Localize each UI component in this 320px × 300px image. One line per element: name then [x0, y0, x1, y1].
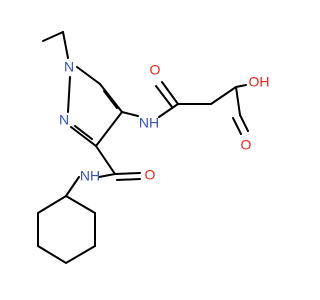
bond-n2-n1 — [67, 76, 71, 113]
bond-nh-cyclohexyl — [65, 176, 80, 197]
bond-amide-o-double-a — [114, 172, 141, 175]
atom-o-ketone: O — [150, 62, 161, 78]
bond-c5-c4-inner — [103, 90, 118, 109]
atom-oh-acid: OH — [249, 74, 270, 90]
bond-ethyl-ch2 — [62, 31, 69, 59]
atom-nh-amide-left: NH — [80, 168, 100, 184]
bond-n1-c5 — [76, 66, 101, 85]
bond-c3-n2-double — [70, 126, 97, 147]
bond-c4-nh — [121, 111, 139, 117]
bond-c5-c4-double — [99, 83, 123, 113]
bond-acid-co-double-a — [239, 114, 249, 132]
atom-o-amide-left: O — [145, 167, 156, 183]
bond-chain-3 — [235, 86, 241, 116]
atom-o-acid-carbonyl: O — [241, 137, 252, 153]
bond-c4-c3 — [95, 111, 123, 147]
bond-amide-o-double-b — [116, 178, 141, 181]
bond-chain-2 — [210, 86, 237, 105]
atom-nh-amide-right: NH — [139, 115, 159, 131]
bond-nh-carbonyl — [158, 103, 179, 118]
bond-c3-n2-inner — [74, 125, 93, 140]
bond-amide-nh — [98, 173, 116, 178]
bond-acid-co-double-b — [232, 117, 242, 135]
atom-n2: N — [59, 112, 69, 128]
bond-ethyl-ch3 — [42, 31, 64, 42]
bond-acid-oh — [235, 84, 247, 88]
bond-c3-amide — [95, 145, 116, 175]
bond-carbonyl-o-double-b — [155, 85, 173, 108]
cyclohexane-ring — [37, 194, 96, 265]
atom-n1: N — [64, 59, 74, 75]
bond-carbonyl-o-double-a — [161, 81, 179, 105]
molecule-structure: N N NH O OH O O NH — [37, 31, 270, 265]
